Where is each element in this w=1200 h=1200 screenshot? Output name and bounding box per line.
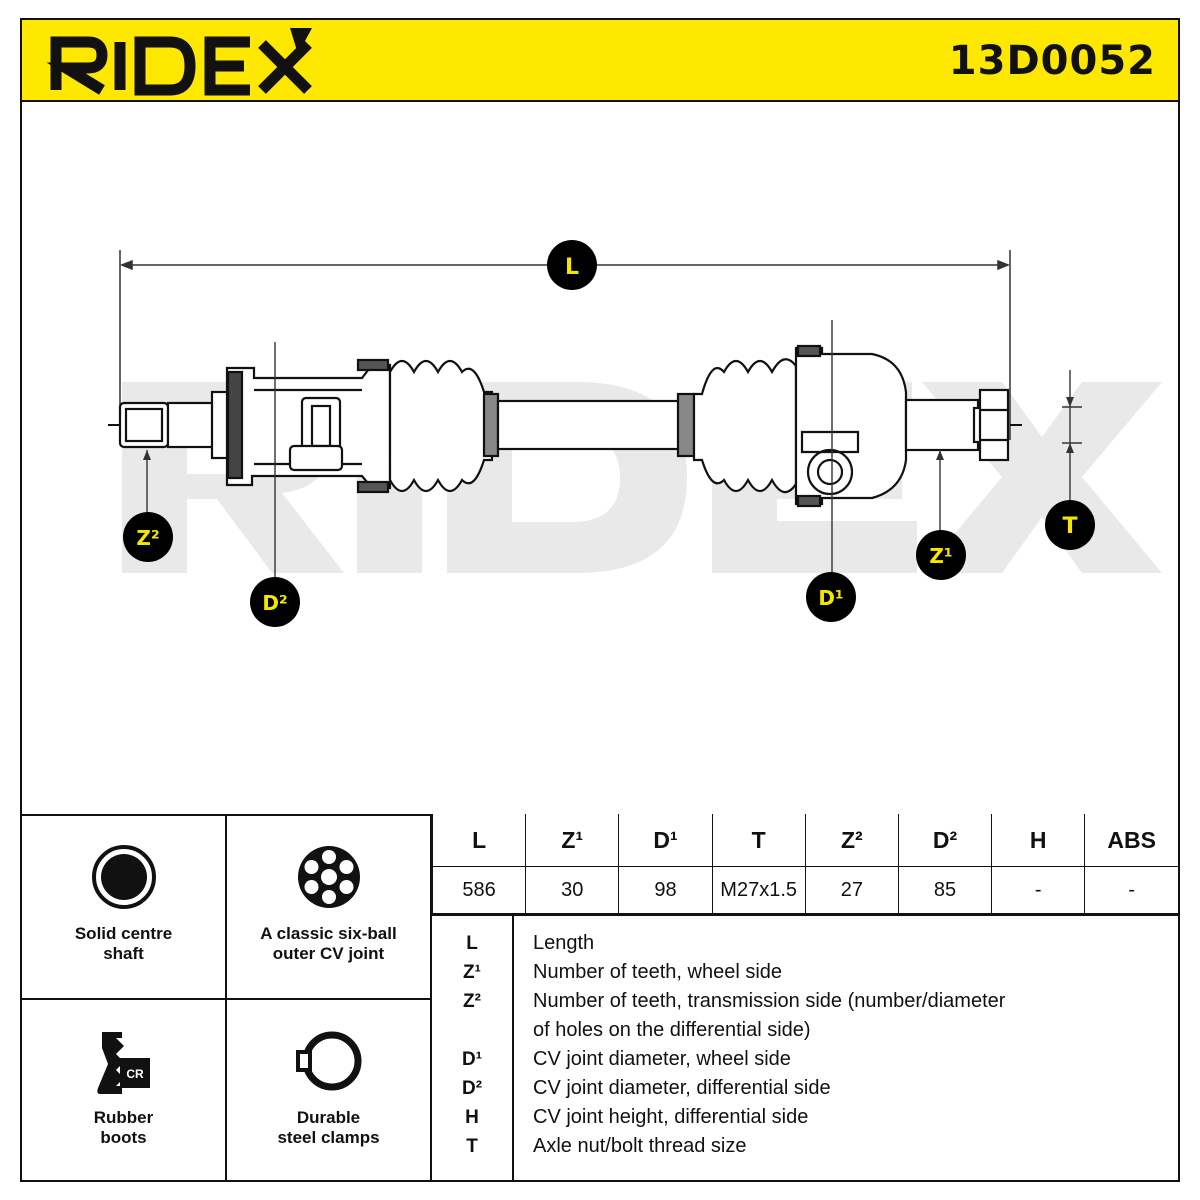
specs-table: L Z¹ D¹ T Z² D² H ABS 586 30 98 M27x1.5 … [431, 814, 1178, 914]
legend-symbol: Z¹ [463, 962, 481, 983]
legend-symbol: L [466, 933, 478, 954]
part-number: 13D0052 [948, 38, 1156, 84]
feature-steel-clamps: Durable steel clamps [227, 998, 432, 1182]
callout-D1: D¹ [806, 572, 856, 622]
legend-symbol: T [466, 1136, 478, 1157]
legend-text: CV joint diameter, differential side [533, 1077, 831, 1099]
callout-Z2: Z² [123, 512, 173, 562]
legend-divider [512, 916, 514, 1182]
leader-lines [146, 320, 1082, 580]
legend-row: of holes on the differential side) [432, 1017, 1178, 1045]
legend-row: D² CV joint diameter, differential side [432, 1075, 1178, 1103]
callout-Z1: Z¹ [916, 530, 966, 580]
legend-symbol: H [465, 1107, 479, 1128]
svg-text:D²: D² [262, 591, 287, 615]
specs-header-row: L Z¹ D¹ T Z² D² H ABS [431, 814, 1178, 867]
legend-row: T Axle nut/bolt thread size [432, 1133, 1178, 1161]
spec-header: ABS [1084, 814, 1178, 867]
spec-header: D¹ [618, 814, 713, 867]
svg-text:Z¹: Z¹ [929, 544, 952, 568]
feature-rubber-boots: CR Rubber boots [22, 998, 227, 1182]
rubber-boot-icon: CR [96, 1032, 150, 1094]
driveshaft-outline [118, 344, 1010, 508]
header-bar: 13D0052 [22, 20, 1178, 102]
legend-text: Axle nut/bolt thread size [533, 1135, 747, 1157]
svg-text:L: L [565, 255, 579, 280]
spec-value: 30 [525, 866, 620, 914]
ridex-watermark [122, 382, 1162, 573]
spec-value: 85 [897, 866, 993, 914]
feature-label: Durable steel clamps [277, 1108, 380, 1147]
specs-value-row: 586 30 98 M27x1.5 27 85 - - [431, 866, 1178, 914]
legend-text: CV joint diameter, wheel side [533, 1048, 791, 1070]
spec-value: 98 [618, 866, 713, 914]
legend: L Length Z¹ Number of teeth, wheel side … [432, 914, 1178, 1182]
clamp-icon [295, 1031, 361, 1091]
spec-header: T [711, 814, 806, 867]
feature-six-ball-joint: A classic six-ball outer CV joint [227, 814, 432, 998]
spec-header: D² [897, 814, 993, 867]
legend-text: Number of teeth, transmission side (numb… [533, 990, 1006, 1012]
solid-shaft-icon [91, 845, 156, 909]
svg-text:CR: CR [126, 1067, 144, 1081]
spec-value: 586 [431, 866, 527, 914]
legend-row: H CV joint height, differential side [432, 1104, 1178, 1132]
product-sheet: 13D0052 [20, 18, 1180, 1182]
legend-row: D¹ CV joint diameter, wheel side [432, 1046, 1178, 1074]
callout-L: L [547, 240, 597, 290]
spec-header: Z¹ [525, 814, 620, 867]
feature-solid-shaft: Solid centre shaft [22, 814, 227, 998]
legend-symbol: D² [461, 1078, 483, 1099]
six-ball-joint-icon [297, 846, 360, 908]
legend-symbol: D¹ [461, 1049, 483, 1070]
spec-value: - [991, 866, 1086, 914]
svg-text:T: T [1062, 514, 1077, 539]
spec-value: - [1084, 866, 1178, 914]
legend-row: Z¹ Number of teeth, wheel side [432, 959, 1178, 987]
spec-header: L [431, 814, 527, 867]
legend-symbol: Z² [463, 991, 481, 1012]
svg-text:Z²: Z² [136, 526, 159, 550]
spec-value: 27 [804, 866, 899, 914]
feature-label: Solid centre shaft [74, 924, 173, 963]
feature-label: A classic six-ball outer CV joint [260, 924, 397, 963]
legend-text: CV joint height, differential side [533, 1106, 809, 1128]
spec-header: Z² [804, 814, 899, 867]
legend-text: Length [533, 932, 595, 954]
legend-text: Number of teeth, wheel side [533, 961, 783, 983]
callout-D2: D² [250, 577, 300, 627]
feature-label: Rubber boots [93, 1108, 154, 1147]
brand-logo [46, 28, 312, 96]
legend-text: of holes on the differential side) [533, 1019, 811, 1041]
length-dimension [119, 250, 1011, 440]
svg-text:D¹: D¹ [818, 586, 843, 610]
spec-value: M27x1.5 [711, 866, 806, 914]
features-grid: Solid centre shaft A classic six-ball ou… [22, 814, 432, 1182]
legend-row: L Length [432, 930, 1178, 958]
callout-T: T [1045, 500, 1095, 550]
spec-header: H [991, 814, 1086, 867]
legend-row: Z² Number of teeth, transmission side (n… [432, 988, 1178, 1016]
